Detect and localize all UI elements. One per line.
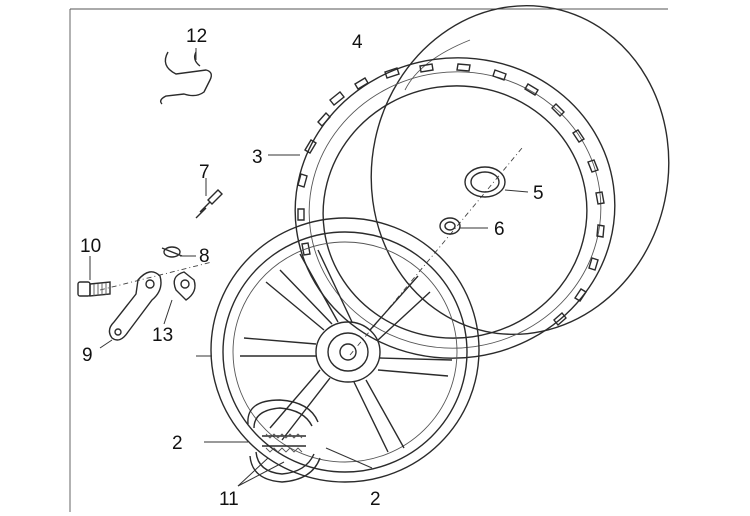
callout-4: 4 <box>352 32 363 53</box>
part-3-tire <box>268 57 616 359</box>
wheel-rim <box>196 217 480 483</box>
part-12-wire-clip <box>159 48 213 105</box>
part-10-bolt <box>77 256 111 297</box>
part-5-bearing <box>464 166 529 198</box>
callout-6: 6 <box>494 219 505 240</box>
callout-12: 12 <box>186 26 207 47</box>
part-13-indicator-plate <box>163 271 196 325</box>
callout-8: 8 <box>199 246 210 267</box>
callout-10: 10 <box>80 236 101 257</box>
part-8-washer <box>161 246 196 258</box>
brake-shoe-assembly <box>204 399 373 487</box>
callout-13: 13 <box>152 325 173 346</box>
part-7-valve <box>195 178 223 219</box>
part-6-spacer <box>439 217 488 235</box>
callout-9: 9 <box>82 345 93 366</box>
callout-11: 11 <box>219 489 239 510</box>
part-9-brake-arm <box>99 271 162 349</box>
callout-7: 7 <box>199 162 210 183</box>
callout-2a: 2 <box>172 433 183 454</box>
part-4-outer-disk <box>370 4 670 336</box>
lever-centerline <box>99 261 213 291</box>
callout-5: 5 <box>533 183 544 204</box>
callout-3: 3 <box>252 147 263 168</box>
callout-2b: 2 <box>370 489 381 510</box>
